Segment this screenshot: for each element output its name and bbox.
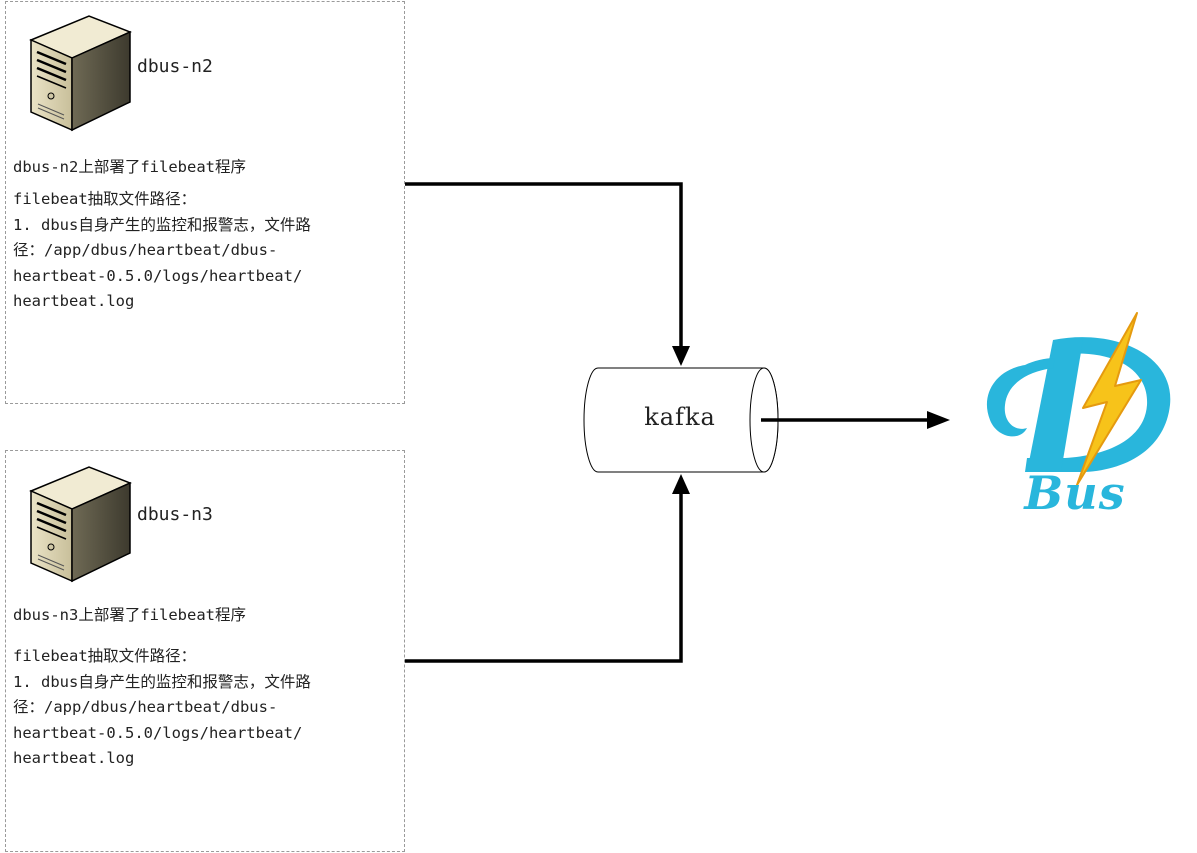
arrowhead-n3	[672, 474, 690, 494]
dbus-logo	[986, 312, 1171, 486]
deploy-note: dbus-n3上部署了filebeat程序	[13, 606, 246, 624]
node-name: dbus-n3	[137, 504, 213, 525]
path-description: filebeat抽取文件路径： 1. dbus自身产生的监控和报警志，文件路 径…	[13, 187, 393, 315]
kafka-label: kafka	[644, 403, 716, 431]
logo-letter-d-swirl	[986, 358, 1055, 437]
path-line: heartbeat-0.5.0/logs/heartbeat/	[13, 266, 303, 285]
path-line: 1. dbus自身产生的监控和报警志，文件路	[13, 215, 311, 234]
path-line: filebeat抽取文件路径：	[13, 190, 197, 208]
logo-letter-d-stem	[1027, 340, 1083, 472]
server-icon	[29, 15, 132, 132]
path-line: heartbeat-0.5.0/logs/heartbeat/	[13, 723, 303, 742]
edge-n2-to-kafka	[405, 182, 683, 350]
server-icon	[29, 466, 132, 583]
path-line: filebeat抽取文件路径：	[13, 647, 197, 665]
path-line: 径：/app/dbus/heartbeat/dbus-	[13, 241, 278, 259]
path-line: 1. dbus自身产生的监控和报警志，文件路	[13, 672, 311, 691]
path-line: 径：/app/dbus/heartbeat/dbus-	[13, 698, 278, 716]
node-name: dbus-n2	[137, 56, 213, 77]
edge-n3-to-kafka	[405, 492, 683, 663]
node-box-dbus-n3: dbus-n3 dbus-n3上部署了filebeat程序 filebeat抽取…	[5, 450, 405, 852]
arrowhead-dbus	[927, 411, 950, 429]
path-line: heartbeat.log	[13, 292, 135, 310]
lightning-bolt-icon	[1076, 312, 1142, 486]
path-description: filebeat抽取文件路径： 1. dbus自身产生的监控和报警志，文件路 径…	[13, 644, 393, 772]
arrowhead-n2	[672, 346, 690, 366]
path-line: heartbeat.log	[13, 749, 135, 767]
node-box-dbus-n2: dbus-n2 dbus-n2上部署了filebeat程序 filebeat抽取…	[5, 1, 405, 404]
logo-letter-d-bowl	[1025, 337, 1171, 472]
deploy-note: dbus-n2上部署了filebeat程序	[13, 158, 246, 176]
logo-text: Bus	[1024, 466, 1126, 520]
